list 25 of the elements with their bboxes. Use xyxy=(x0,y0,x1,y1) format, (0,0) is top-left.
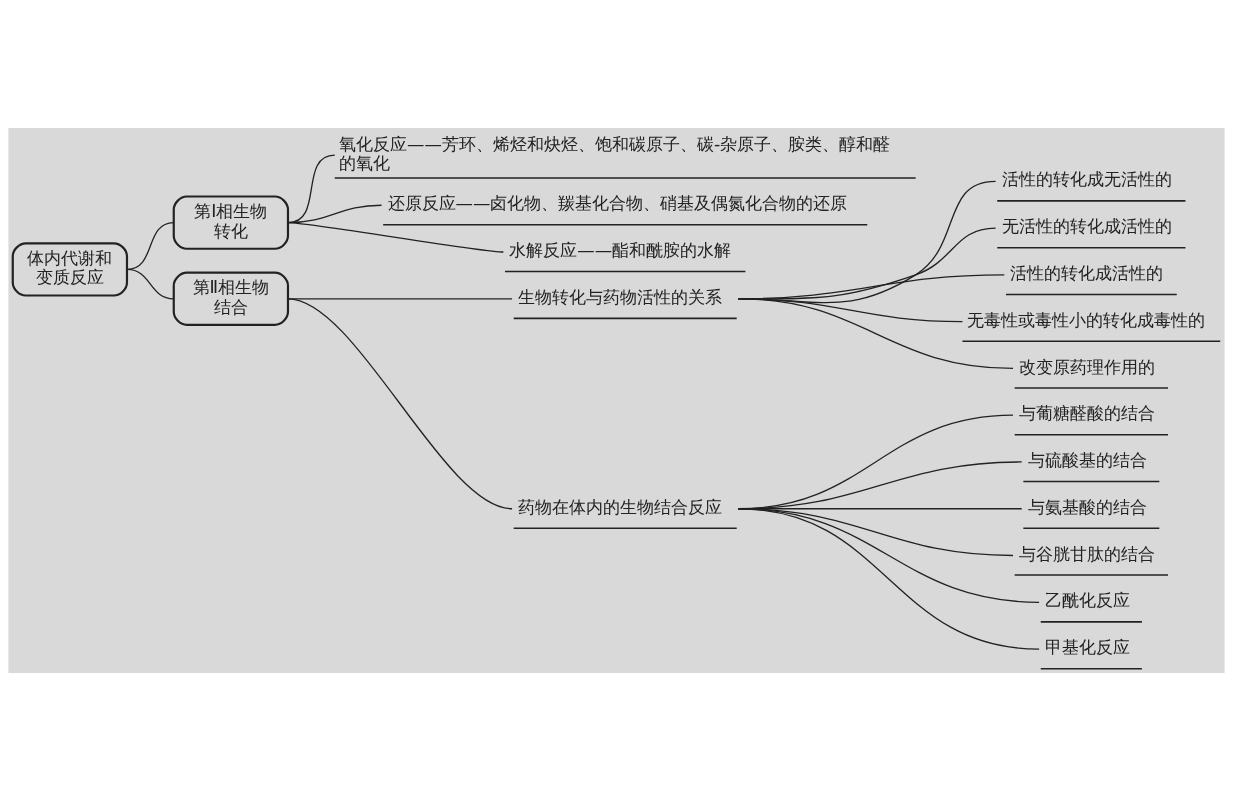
node-text: 氧化反应——芳环、烯烃和炔烃、饱和碳原子、碳-杂原子、胺类、醇和醛的氧化 xyxy=(339,133,891,174)
node-text: 还原反应——卤化物、羰基化合物、硝基及偶氮化合物的还原 xyxy=(387,193,848,214)
connector xyxy=(126,268,175,300)
node-text: 与硫酸基的结合 xyxy=(1027,450,1147,471)
node-text: 活性的转化成无活性的 xyxy=(1001,169,1172,190)
node-text: 水解反应——酯和酰胺的水解 xyxy=(509,240,732,261)
node-box: 第Ⅱ相生物结合 xyxy=(172,271,290,326)
node-text: 甲基化反应 xyxy=(1045,637,1131,658)
node-text: 改变原药理作用的 xyxy=(1018,356,1155,377)
node-text: 生物转化与药物活性的关系 xyxy=(518,286,723,307)
node-box: 体内代谢和变质反应 xyxy=(11,242,129,297)
connector xyxy=(287,222,505,253)
node-text: 与谷胱甘肽的结合 xyxy=(1018,543,1155,564)
node-text: 乙酰化反应 xyxy=(1045,590,1131,611)
node-text: 无毒性或毒性小的转化成毒性的 xyxy=(966,309,1205,330)
node-text: 药物在体内的生物结合反应 xyxy=(518,496,723,517)
connector xyxy=(287,298,513,510)
node-text: 活性的转化成活性的 xyxy=(1010,262,1164,283)
node-text: 与氨基酸的结合 xyxy=(1027,496,1147,517)
connector xyxy=(737,508,1040,650)
node-text: 无活性的转化成活性的 xyxy=(1001,216,1172,237)
connector xyxy=(737,298,1014,370)
node-text: 与葡糖醛酸的结合 xyxy=(1018,403,1155,424)
node-box: 第Ⅰ相生物转化 xyxy=(172,195,290,250)
connector xyxy=(126,222,175,271)
